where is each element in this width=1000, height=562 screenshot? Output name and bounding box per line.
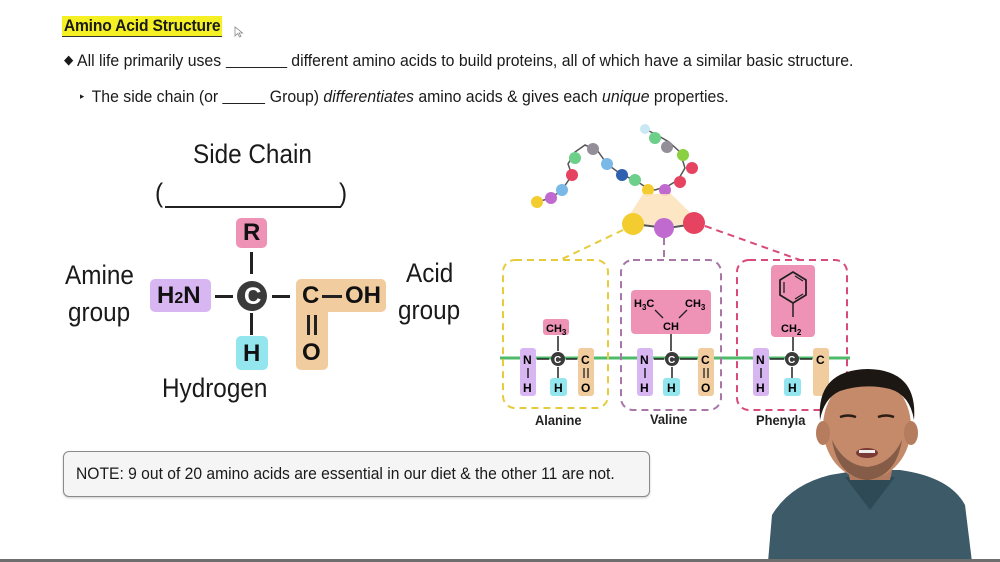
bond-c-h [250,313,253,335]
svg-text:O: O [701,381,710,395]
svg-text:C: C [788,355,795,366]
note-text: NOTE: 9 out of 20 amino acids are essent… [76,464,615,483]
note-box: NOTE: 9 out of 20 amino acids are essent… [63,451,650,497]
svg-text:C: C [668,355,675,366]
bullet-2-text-before: The side chain (or [91,87,219,106]
amine-label-line2: group [68,297,131,327]
bullet-2-text-middle: Group) [269,87,320,106]
amino-acid-name-valine: Valine [650,411,688,427]
amine-label-line1: Amine [65,260,134,290]
svg-text:N: N [756,353,765,367]
svg-text:C: C [554,355,561,366]
acid-group-box-side [296,300,328,370]
svg-text:H: H [788,381,797,395]
svg-text:N: N [523,353,532,367]
bullet-2-text-end: properties. [653,87,729,106]
bond-c-cooh [272,295,290,298]
r-group-atom: R [243,219,261,246]
svg-text:H: H [523,381,532,395]
hydrogen-atom: H [243,340,261,367]
svg-text:C: C [701,353,710,367]
amine-group-atom: H2N [157,282,201,309]
double-bond-2 [314,315,317,335]
amino-acid-name-phenylalanine: Phenyla [756,412,806,428]
svg-text:C: C [581,353,590,367]
hydroxyl-atom: OH [345,282,381,309]
r-group-box [236,218,267,248]
alpha-carbon-circle [237,281,267,311]
protein-beads [531,124,698,208]
fill-in-blank [222,89,266,104]
svg-text:O: O [581,381,590,395]
svg-text:N: N [640,353,649,367]
bullet-amino-acid-count: ◆All life primarily uses different amino… [64,51,853,71]
mouse-cursor-icon [234,26,244,38]
bullet-2-italic-differentiates: differentiates [323,87,414,106]
hydrogen-box [236,336,268,370]
svg-text:H: H [756,381,765,395]
svg-text:CH3: CH3 [685,298,706,312]
bullet-1-text-before: All life primarily uses [77,51,222,70]
oxygen-atom: O [302,339,321,366]
peptide-chain-diagram: CH3 C N H H C O H3C CH3 CH C N H H C O C… [500,124,850,411]
bond-n-c [215,295,233,298]
slide-title: Amino Acid Structure [62,16,223,37]
svg-text:H3C: H3C [634,298,654,312]
acid-carbon-atom: C [302,282,320,309]
svg-text:H: H [640,381,649,395]
double-bond-1 [307,315,310,335]
amine-group-box [150,279,211,312]
fill-in-blank [225,53,287,68]
triangle-bullet-icon: ▸ [80,91,85,101]
bullet-1-text-after: different amino acids to build proteins,… [291,51,854,70]
svg-text:CH3: CH3 [546,323,567,337]
presenter-webcam-video [768,369,972,562]
svg-text:CH: CH [663,321,679,333]
side-chain-paren-open: ( [155,178,164,208]
bond-c-oh [322,295,342,298]
svg-text:C: C [816,353,825,367]
svg-text:H: H [667,381,676,395]
bond-r-c [250,252,253,274]
side-chain-blank-line [165,206,341,208]
bullet-side-chain: ▸ The side chain (or Group) differentiate… [80,87,729,107]
side-chain-label: Side Chain [193,139,312,169]
hydrogen-label: Hydrogen [162,373,268,403]
side-chain-paren-close: ) [339,178,348,208]
svg-text:H: H [554,381,563,395]
amino-acid-name-alanine: Alanine [535,412,582,428]
acid-label-line2: group [398,295,461,325]
svg-text:CH2: CH2 [781,323,802,337]
diamond-bullet-icon: ◆ [64,52,74,67]
alpha-carbon-atom: C [244,283,262,310]
bullet-2-italic-unique: unique [602,87,650,106]
video-progress-bar[interactable] [0,559,1000,562]
bullet-2-text-mid: amino acids & gives each [418,87,598,106]
acid-label-line1: Acid [406,258,454,288]
